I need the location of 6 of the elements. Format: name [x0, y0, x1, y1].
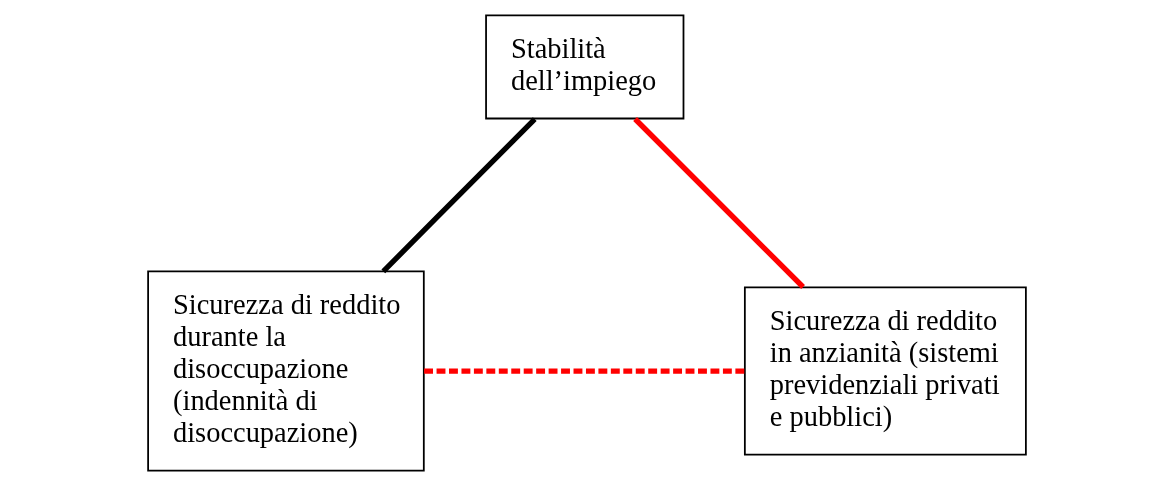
node-box: Sicurezza di reddito durante la disoccupazione (indennità di disoccupazione)	[147, 270, 425, 472]
connector	[424, 368, 745, 374]
node-box: Stabilità dell’impiego	[485, 14, 685, 120]
node-box: Sicurezza di reddito in anzianità (sistemi previdenziali privati e pubblici)	[743, 286, 1027, 456]
connector	[633, 117, 805, 289]
connector	[381, 117, 537, 274]
